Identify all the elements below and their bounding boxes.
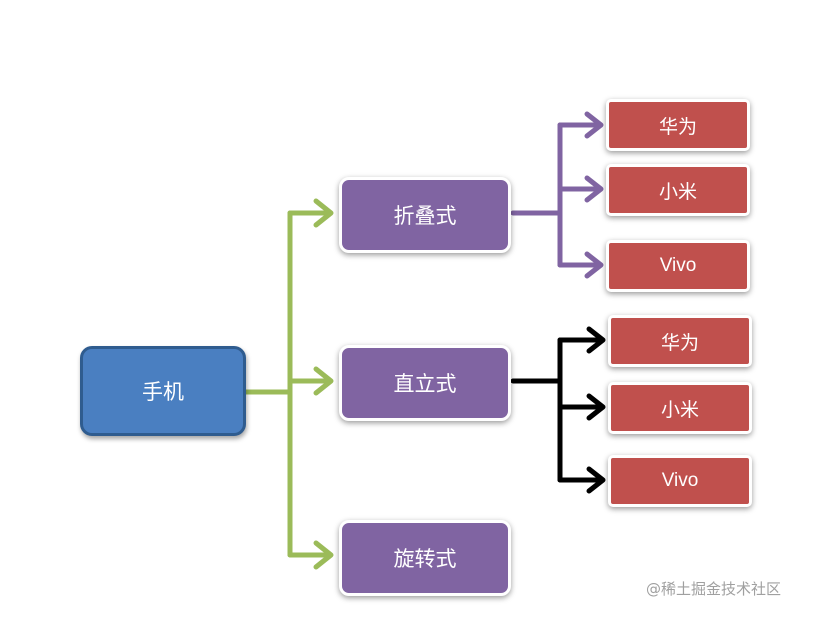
type-node-rotate: 旋转式 bbox=[339, 520, 511, 596]
brand-node-label: 小米 bbox=[660, 398, 699, 421]
fold-connector-group bbox=[510, 111, 604, 279]
brand-node-label: Vivo bbox=[659, 255, 697, 276]
type-node-label: 直立式 bbox=[393, 372, 457, 396]
arrowhead-bar bbox=[313, 366, 334, 396]
root-node-label: 手机 bbox=[142, 380, 184, 404]
arrowhead-bar-brand-3 bbox=[586, 466, 606, 494]
brand-node-fold-huawei: 华为 bbox=[606, 99, 750, 151]
arrowhead-bar-brand-2 bbox=[586, 393, 606, 421]
arrowhead-fold-brand-3 bbox=[584, 251, 604, 279]
type-node-bar: 直立式 bbox=[339, 345, 511, 421]
brand-node-label: 华为 bbox=[660, 331, 699, 354]
bar-connector-group bbox=[510, 326, 606, 494]
brand-node-label: Vivo bbox=[661, 470, 699, 491]
arrowhead-fold-brand-1 bbox=[584, 111, 604, 139]
arrowhead-fold bbox=[313, 198, 334, 228]
root-connector-group bbox=[243, 198, 334, 570]
type-node-label: 折叠式 bbox=[393, 204, 457, 228]
brand-node-bar-huawei: 华为 bbox=[608, 315, 752, 367]
brand-node-label: 华为 bbox=[658, 115, 697, 138]
arrowhead-fold-brand-2 bbox=[584, 175, 604, 203]
arrowhead-rotate bbox=[313, 540, 334, 570]
brand-node-bar-vivo: Vivo bbox=[608, 455, 752, 507]
brand-node-fold-xiaomi: 小米 bbox=[606, 164, 750, 216]
brand-node-label: 小米 bbox=[658, 180, 697, 203]
brand-node-fold-vivo: Vivo bbox=[606, 240, 750, 292]
type-node-fold: 折叠式 bbox=[339, 177, 511, 253]
brand-node-bar-xiaomi: 小米 bbox=[608, 382, 752, 434]
root-node: 手机 bbox=[80, 346, 246, 436]
watermark-text: @稀土掘金技术社区 bbox=[646, 580, 782, 598]
arrowhead-bar-brand-1 bbox=[586, 326, 606, 354]
type-node-label: 旋转式 bbox=[393, 547, 457, 571]
